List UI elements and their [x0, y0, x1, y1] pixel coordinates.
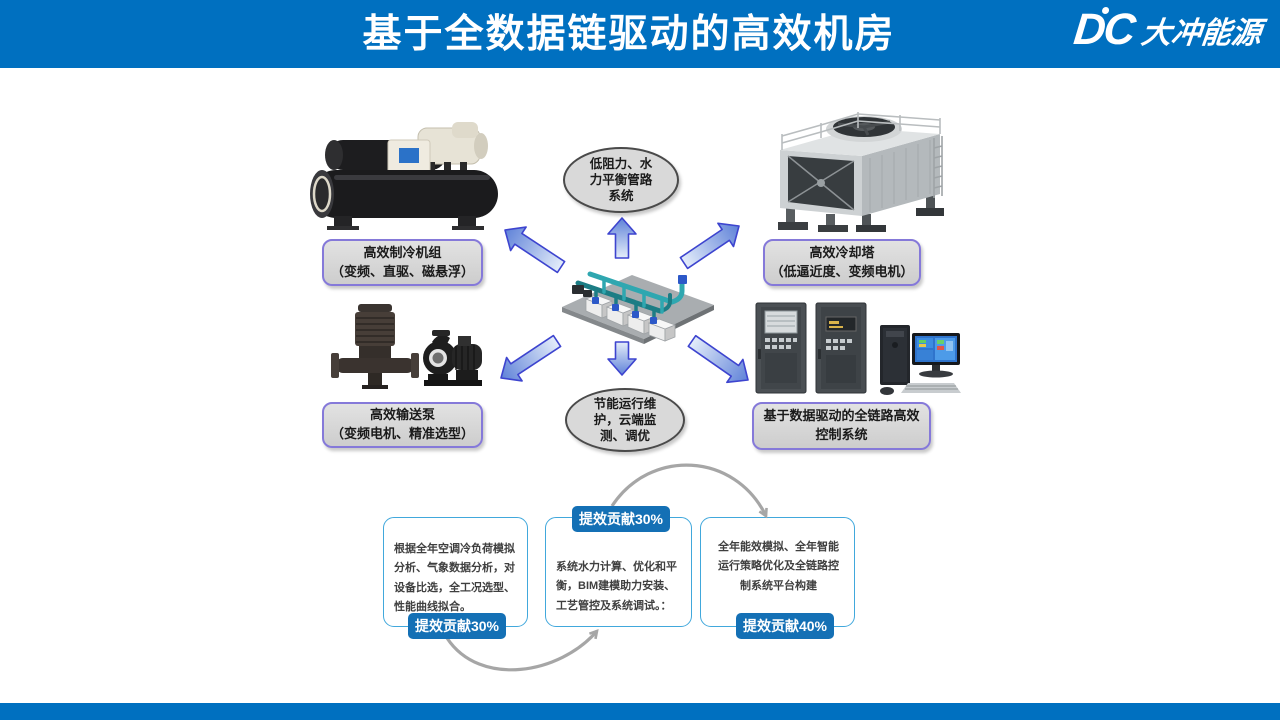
- pump-label: 高效输送泵 （变频电机、精准选型）: [322, 402, 483, 448]
- arrow-down-right-icon: [687, 334, 749, 384]
- step-3-badge: 提效贡献40%: [736, 613, 834, 639]
- control-system-image: [755, 302, 961, 395]
- arrow-up-left-icon: [504, 226, 566, 274]
- arrow-up-icon: [607, 217, 637, 259]
- arrow-down-left-icon: [500, 334, 562, 382]
- process-step-3-box: 全年能效模拟、全年智能 运行策略优化及全链路控 制系统平台构建: [700, 517, 855, 627]
- footer-bar: [0, 703, 1280, 720]
- bottom-ellipse-label: 节能运行维 护，云端监 测、调优: [565, 388, 685, 452]
- chiller-image: [310, 122, 498, 230]
- chiller-label: 高效制冷机组 （变频、直驱、磁悬浮）: [322, 239, 483, 286]
- arc-arrow-step1-step2: [445, 629, 599, 672]
- slide-title: 基于全数据链驱动的高效机房: [362, 13, 896, 56]
- arrow-down-icon: [607, 341, 637, 376]
- cooling-tower-image: [778, 112, 944, 232]
- process-step-2-box: 系统水力计算、优化和平 衡，BIM建模助力安装、 工艺管控及系统调试。：: [545, 517, 692, 627]
- plant-3d-model-image: [562, 271, 714, 344]
- cooling-tower-label: 高效冷却塔 （低逼近度、变频电机）: [763, 239, 921, 286]
- top-ellipse-label: 低阻力、水 力平衡管路 系统: [563, 147, 679, 213]
- control-system-label: 基于数据驱动的全链路高效 控制系统: [752, 402, 931, 450]
- process-step-1-box: 根据全年空调冷负荷模拟 分析、气象数据分析，对 设备比选，全工况选型、 性能曲线…: [383, 517, 528, 627]
- pumps-image: [331, 304, 482, 389]
- step-2-badge: 提效贡献30%: [572, 506, 670, 532]
- arrow-up-right-icon: [679, 222, 740, 270]
- step-1-badge: 提效贡献30%: [408, 613, 506, 639]
- arc-arrow-step2-step3: [610, 463, 768, 519]
- header-bar: [0, 0, 1280, 68]
